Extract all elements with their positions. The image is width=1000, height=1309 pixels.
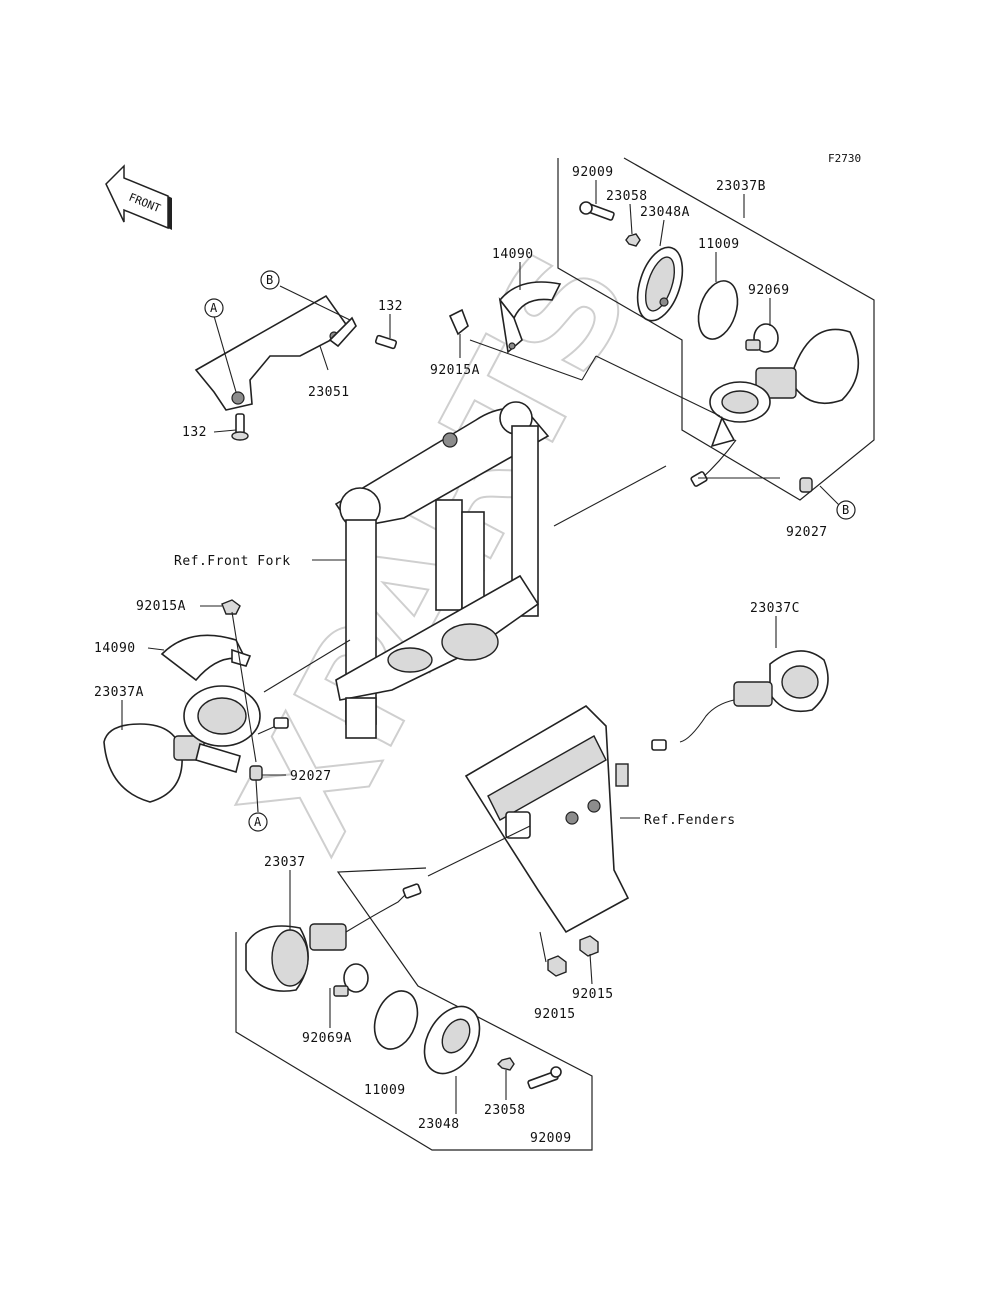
label-23048a: 23048A xyxy=(640,205,690,220)
label-23051: 23051 xyxy=(308,385,350,400)
bulb-92069a xyxy=(333,963,369,997)
label-23037b: 23037B xyxy=(716,179,766,194)
callout-a-left: A xyxy=(248,812,268,832)
callout-a-top: A xyxy=(204,298,224,318)
label-23048: 23048 xyxy=(418,1117,460,1132)
bulb-92069 xyxy=(745,323,779,353)
label-14090-top: 14090 xyxy=(492,247,534,262)
bolt-132-bottom xyxy=(231,413,249,441)
label-23037a: 23037A xyxy=(94,685,144,700)
turn-signal-23037 xyxy=(245,883,422,992)
bolt-92015a-top xyxy=(448,308,469,336)
label-ref-fenders: Ref.Fenders xyxy=(644,813,736,828)
nut-92015-b xyxy=(579,935,599,957)
callout-b-top: B xyxy=(260,270,280,290)
label-92015-b: 92015 xyxy=(572,987,614,1002)
label-92015-a: 92015 xyxy=(534,1007,576,1022)
part-labels: 92009 23058 23048A 23037B 11009 92069 14… xyxy=(94,165,828,1146)
nut-23058-top xyxy=(625,233,641,247)
label-92027-right: 92027 xyxy=(786,525,828,540)
bolt-132-top xyxy=(374,334,398,350)
label-14090-left: 14090 xyxy=(94,641,136,656)
label-23058-top: 23058 xyxy=(606,189,648,204)
turn-signal-23037c xyxy=(651,650,829,751)
bracket-23051 xyxy=(194,294,357,411)
svg-text:B: B xyxy=(266,273,273,287)
front-fork xyxy=(334,401,550,739)
diagram-code: F2730 xyxy=(828,152,861,165)
svg-text:A: A xyxy=(210,301,218,315)
bolt-92015a-left xyxy=(221,599,241,615)
label-132-bottom: 132 xyxy=(182,425,207,440)
clamp-14090-top xyxy=(498,281,562,354)
label-23058-bottom: 23058 xyxy=(484,1103,526,1118)
svg-text:B: B xyxy=(842,503,849,517)
label-92015a-top: 92015A xyxy=(430,363,480,378)
group-frame-23037 xyxy=(235,867,593,1151)
leader-lines xyxy=(121,180,841,1114)
rear-fender-bracket xyxy=(464,704,630,934)
screw-92009-top xyxy=(579,201,615,221)
ring-11009-bottom xyxy=(373,990,419,1050)
group-frame-23037b xyxy=(557,157,875,501)
screw-92009-bottom xyxy=(527,1066,562,1090)
front-arrow-icon: FRONT xyxy=(105,164,172,230)
label-92009-top: 92009 xyxy=(572,165,614,180)
lens-23048 xyxy=(423,1005,481,1075)
label-132-top: 132 xyxy=(378,299,403,314)
nut-92027-right xyxy=(799,477,813,493)
label-23037: 23037 xyxy=(264,855,306,870)
ring-11009-top xyxy=(697,280,739,340)
nut-92015-a xyxy=(547,955,567,977)
label-92069: 92069 xyxy=(748,283,790,298)
label-92015a-left: 92015A xyxy=(136,599,186,614)
callout-b-right: B xyxy=(836,500,856,520)
label-11009-bottom: 11009 xyxy=(364,1083,406,1098)
turn-signal-23037a xyxy=(103,685,289,803)
label-ref-front-fork: Ref.Front Fork xyxy=(174,554,291,569)
lens-23048a xyxy=(636,246,684,322)
label-11009-top: 11009 xyxy=(698,237,740,252)
turn-signal-23037b xyxy=(690,328,860,487)
label-92069a: 92069A xyxy=(302,1031,352,1046)
nut-92027-left xyxy=(249,765,263,781)
label-92009-bottom: 92009 xyxy=(530,1131,572,1146)
label-92027-left: 92027 xyxy=(290,769,332,784)
nut-23058-bottom xyxy=(497,1057,515,1071)
label-23037c: 23037C xyxy=(750,601,800,616)
svg-text:A: A xyxy=(254,815,262,829)
